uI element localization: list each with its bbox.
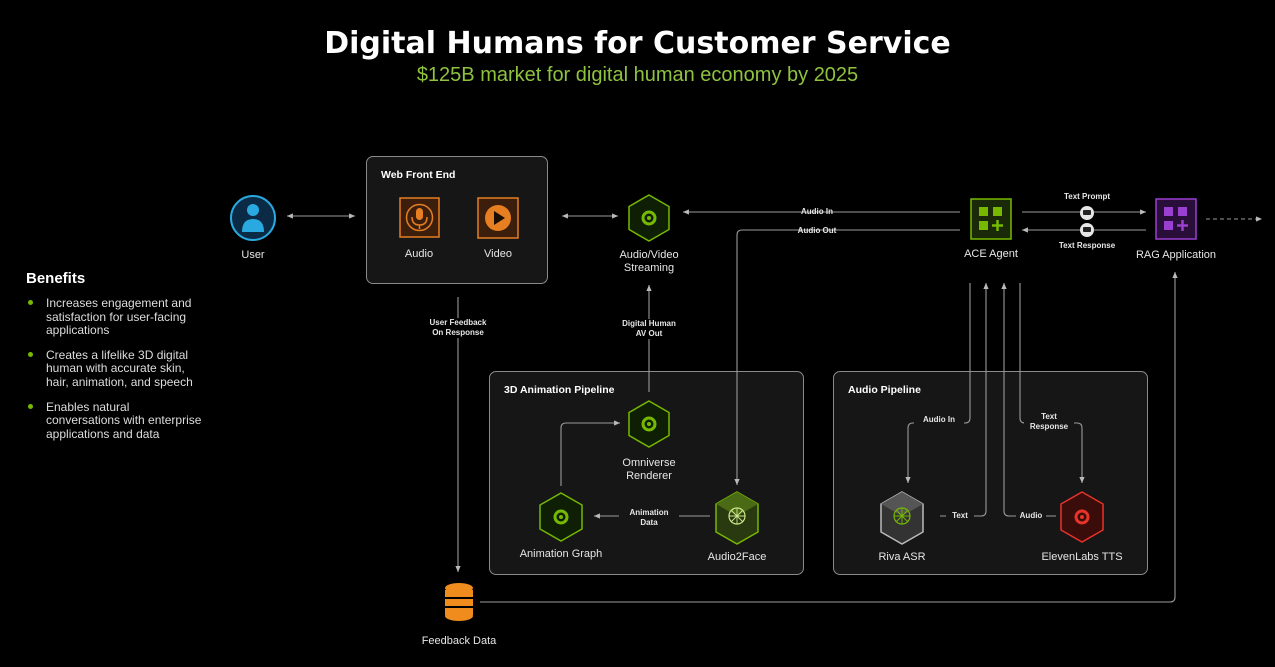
animation-data-label-1: Animation [619, 508, 679, 518]
ace-agent-label: ACE Agent [964, 248, 1018, 260]
benefit-item: Creates a lifelike 3D digital human with… [26, 348, 206, 390]
audio-pipeline-box: Audio Pipeline [833, 371, 1148, 575]
page-title: Digital Humans for Customer Service [324, 26, 951, 61]
ace-agent-icon [970, 198, 1012, 240]
omniverse-label-1: Omniverse [622, 457, 676, 469]
audio-label: Audio [404, 248, 434, 260]
benefit-item: Enables natural conversations with enter… [26, 400, 206, 442]
user-feedback-label-2: On Response [418, 328, 498, 338]
feedback-rag-arrow [480, 272, 1178, 603]
omniverse-gear-icon [628, 400, 670, 448]
user-icon [230, 195, 276, 241]
user-feedback-label-1: User Feedback [418, 318, 498, 328]
web-front-end-title: Web Front End [381, 169, 456, 181]
text-response-pipeline-label-2: Response [1024, 422, 1074, 432]
animation-data-label-2: Data [619, 518, 679, 528]
feedback-data-label: Feedback Data [421, 635, 497, 647]
dh-av-out-label-1: Digital Human [609, 319, 689, 329]
tts-ace-arrow [1001, 283, 1056, 517]
play-icon [477, 197, 519, 239]
audio2face-label: Audio2Face [707, 551, 767, 563]
chat-bubble-icon [1080, 206, 1094, 220]
animation-pipeline-title: 3D Animation Pipeline [504, 384, 615, 396]
connectors [287, 209, 1262, 603]
omniverse-label-2: Renderer [626, 470, 672, 482]
rag-application-icon [1155, 198, 1197, 240]
audio-in-pipeline-label: Audio In [914, 415, 964, 425]
video-label: Video [484, 248, 512, 260]
microphone-icon [399, 197, 440, 238]
benefits-title: Benefits [26, 270, 86, 287]
animation-graph-label: Animation Graph [519, 548, 603, 560]
av-streaming-label-2: Streaming [623, 262, 675, 274]
user-label: User [241, 249, 265, 261]
audio-out-label: Audio Out [797, 226, 837, 235]
elevenlabs-tts-gear-icon [1060, 491, 1104, 543]
text-response-label: Text Response [1058, 241, 1116, 250]
streaming-gear-icon [628, 194, 670, 242]
page-subtitle: $125B market for digital human economy b… [416, 64, 859, 86]
rag-application-label: RAG Application [1135, 249, 1217, 261]
dh-av-out-label-2: AV Out [609, 329, 689, 339]
audio-pipeline-title: Audio Pipeline [848, 384, 921, 396]
text-response-pipeline-label-1: Text [1024, 412, 1074, 422]
audio-edge-label: Audio [1016, 511, 1046, 521]
graph-omniverse-arrow [560, 420, 620, 486]
benefit-item: Increases engagement and satisfaction fo… [26, 296, 206, 338]
chat-bubble-icon [1080, 223, 1094, 237]
audio2face-network-icon [715, 491, 759, 545]
av-streaming-label-1: Audio/Video [619, 249, 679, 261]
ace-riva-arrow [905, 283, 971, 483]
database-icon [445, 583, 473, 621]
text-edge-label: Text [946, 511, 974, 521]
audio-in-label: Audio In [801, 207, 833, 216]
riva-asr-network-icon [880, 491, 924, 545]
riva-asr-label: Riva ASR [878, 551, 926, 563]
animation-graph-gear-icon [539, 492, 583, 542]
riva-ace-arrow [940, 283, 989, 517]
ace-tts-arrow [1019, 283, 1085, 483]
text-prompt-label: Text Prompt [1063, 192, 1111, 201]
elevenlabs-tts-label: ElevenLabs TTS [1041, 551, 1123, 563]
audio-out-arrow [734, 229, 960, 485]
benefits-list: Increases engagement and satisfaction fo… [26, 296, 206, 452]
